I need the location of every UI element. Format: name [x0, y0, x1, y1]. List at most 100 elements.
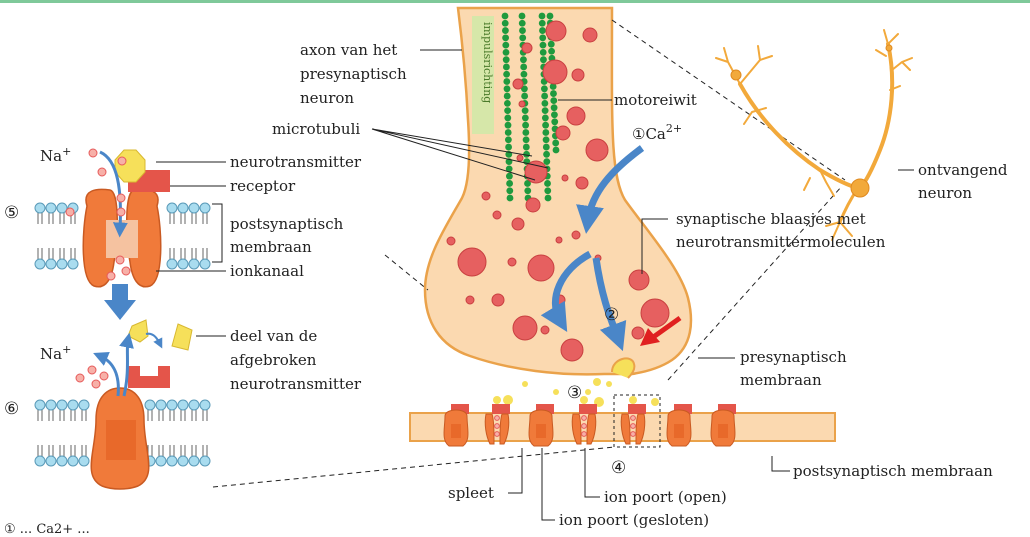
microtubule-bead: [551, 111, 558, 118]
receptor: [579, 404, 597, 414]
transmitter-dot: [503, 395, 513, 405]
vesicles-label-line2: neurotransmittermoleculen: [676, 233, 886, 251]
microtubule-bead: [505, 136, 512, 143]
lipid-head: [200, 456, 210, 466]
microtubule-bead: [552, 140, 559, 147]
lipid-head: [178, 259, 188, 269]
microtubule-bead: [503, 56, 510, 63]
microtubule-bead: [541, 85, 548, 92]
vesicle: [567, 107, 585, 125]
transition-arrow: [112, 284, 128, 302]
lipid-head: [189, 400, 199, 410]
microtubule-bead: [521, 93, 528, 100]
vesicle: [528, 255, 554, 281]
microtubule-bead: [506, 180, 513, 187]
cleft-label: spleet: [448, 484, 494, 502]
lipid-head: [189, 456, 199, 466]
vesicle: [512, 218, 524, 230]
vesicle: [513, 316, 537, 340]
impulse-direction-label: impulsrichting: [481, 22, 494, 103]
lipid-head: [200, 259, 210, 269]
microtubule-bead: [502, 42, 509, 49]
microtubule-bead: [543, 136, 550, 143]
lipid-head: [68, 400, 78, 410]
sodium-label: Na+: [40, 145, 71, 165]
microtubule-bead: [504, 100, 511, 107]
microtubule-bead: [504, 93, 511, 100]
transition-arrowhead: [104, 300, 136, 320]
transmitter-dot: [553, 389, 559, 395]
microtubule-bead: [503, 71, 510, 78]
microtubule-bead: [505, 129, 512, 136]
vesicle: [583, 28, 597, 42]
ion: [495, 416, 500, 421]
transmitter-dot: [629, 396, 637, 404]
lipid-head: [178, 203, 188, 213]
microtubule-bead: [520, 64, 527, 71]
top-border: [0, 0, 1030, 3]
microtubule-bead: [548, 41, 555, 48]
postsynaptic-label-line2: membraan: [230, 238, 312, 256]
microtubule-bead: [502, 13, 509, 20]
lipid-head: [189, 203, 199, 213]
transmitter-dot: [593, 378, 601, 386]
lipid-head: [189, 259, 199, 269]
neuron-cell-body: [886, 45, 892, 51]
step-4-marker: ④: [611, 458, 626, 478]
microtubule-bead: [519, 27, 526, 34]
lipid-head: [46, 259, 56, 269]
microtubule-bead: [507, 195, 514, 202]
lipid-head: [156, 400, 166, 410]
postsynaptic-membrane: [410, 395, 835, 447]
ion: [631, 416, 636, 421]
lipid-head: [46, 400, 56, 410]
channel-pore-closed: [106, 420, 136, 460]
lipid-head: [79, 400, 89, 410]
microtubule-bead: [506, 173, 513, 180]
presynaptic-membrane-label-line1: presynaptisch: [740, 348, 847, 366]
step-3-marker: ③: [567, 383, 582, 403]
microtubule-bead: [521, 71, 528, 78]
microtubule-bead: [524, 187, 531, 194]
microtubule-bead: [540, 49, 547, 56]
footer-fragment: ① ... Ca2+ ...: [4, 522, 90, 537]
microtubule-bead: [542, 107, 549, 114]
lipid-head: [35, 259, 45, 269]
lipid-head: [35, 203, 45, 213]
microtubule-bead: [544, 187, 551, 194]
transmitter-dot: [580, 396, 588, 404]
lipid-head: [167, 259, 177, 269]
microtubule-bead: [505, 144, 512, 151]
fragment-exit-arrow: [124, 340, 128, 396]
ion: [582, 416, 587, 421]
vesicle: [493, 211, 501, 219]
broken-down-label-line1: deel van de: [230, 327, 317, 345]
microtubule-bead: [523, 144, 530, 151]
microtubule-bead: [505, 122, 512, 129]
vesicle: [632, 327, 644, 339]
receptor: [492, 404, 510, 414]
microtubule-bead: [502, 20, 509, 27]
transmitter-dot: [493, 396, 501, 404]
lipid-head: [200, 203, 210, 213]
gate-pore: [718, 424, 728, 438]
microtubule-bead: [553, 147, 560, 154]
sodium-ions: [76, 366, 108, 388]
receptor: [628, 404, 646, 414]
vesicle: [541, 326, 549, 334]
gate-pore: [536, 424, 546, 438]
lipid-head: [167, 400, 177, 410]
ion: [582, 424, 587, 429]
broken-down-label-line2: afgebroken: [230, 351, 317, 369]
microtubule-bead: [504, 85, 511, 92]
microtubule-bead: [550, 90, 557, 97]
microtubule-bead: [542, 122, 549, 129]
lipid-head: [35, 400, 45, 410]
microtubule-bead: [502, 34, 509, 41]
channel-pore: [106, 220, 138, 258]
ion: [495, 424, 500, 429]
vesicle: [458, 248, 486, 276]
microtubule-bead: [541, 93, 548, 100]
presynaptic-membrane-label-line2: membraan: [740, 371, 822, 389]
lipid-head: [46, 203, 56, 213]
